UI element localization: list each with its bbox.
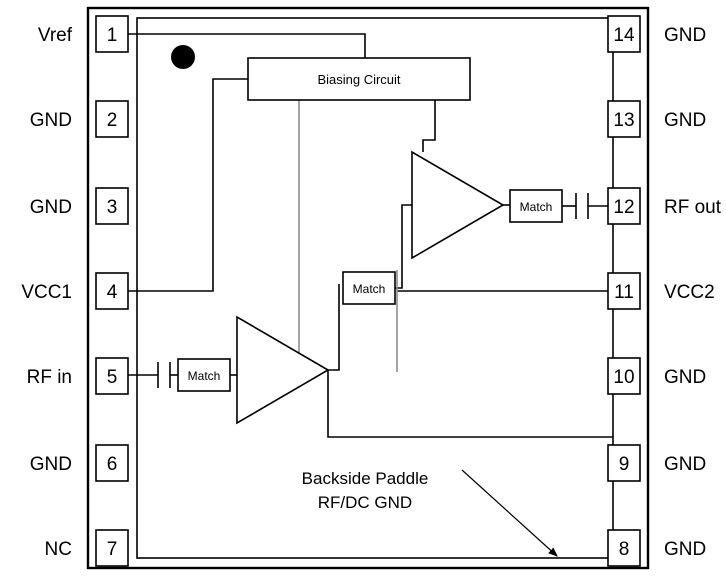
pin-number-5: 5 bbox=[107, 367, 118, 388]
pin-number-6: 6 bbox=[107, 454, 118, 475]
pin-label-5: RF in bbox=[27, 367, 72, 388]
match-block-interstage: Match bbox=[342, 271, 396, 305]
pin-number-4: 4 bbox=[107, 282, 118, 303]
pin-number-12: 12 bbox=[613, 197, 634, 218]
biasing-circuit-label: Biasing Circuit bbox=[317, 72, 400, 87]
match-block-input: Match bbox=[177, 358, 231, 392]
pin-number-11: 11 bbox=[614, 282, 634, 303]
pin-label-6: GND bbox=[30, 454, 72, 475]
pin-box-13[interactable]: 13 bbox=[607, 100, 641, 138]
pin-label-13: GND bbox=[664, 110, 706, 131]
pin-label-8: GND bbox=[664, 539, 706, 560]
pin-label-1: Vref bbox=[38, 25, 73, 46]
match-input-label: Match bbox=[188, 369, 221, 383]
pin-box-7[interactable]: 7 bbox=[95, 529, 129, 567]
backside-paddle-line1: Backside Paddle bbox=[302, 469, 429, 488]
pin-label-12: RF out bbox=[664, 197, 722, 218]
capacitor-input bbox=[157, 362, 171, 388]
wire-match-mid-to-amp2 bbox=[395, 204, 412, 289]
wire-vref-to-bias bbox=[128, 33, 366, 58]
pin-box-12[interactable]: 12 bbox=[607, 187, 641, 225]
match-interstage-label: Match bbox=[353, 282, 386, 296]
pin-box-11[interactable]: 11 bbox=[607, 272, 641, 310]
pin-number-13: 13 bbox=[613, 110, 634, 131]
pin-number-2: 2 bbox=[107, 110, 118, 131]
biasing-circuit-block: Biasing Circuit bbox=[247, 57, 471, 101]
pin-number-10: 10 bbox=[613, 367, 634, 388]
pin-label-11: VCC2 bbox=[664, 282, 715, 303]
pin-label-9: GND bbox=[664, 454, 706, 475]
pin-box-4[interactable]: 4 bbox=[95, 272, 129, 310]
pin-label-14: GND bbox=[664, 25, 706, 46]
pin-box-9[interactable]: 9 bbox=[607, 444, 641, 482]
pin-box-10[interactable]: 10 bbox=[607, 357, 641, 395]
package-outline bbox=[86, 6, 650, 570]
pin1-marker-dot bbox=[171, 45, 195, 69]
pin-number-1: 1 bbox=[107, 25, 118, 46]
amplifier-stage-1 bbox=[236, 315, 330, 425]
backside-paddle-line2: RF/DC GND bbox=[318, 493, 412, 512]
amplifier-stage-2 bbox=[411, 150, 505, 260]
pin-number-7: 7 bbox=[107, 539, 118, 560]
wire-amp1-to-match-mid bbox=[328, 284, 340, 371]
pin-number-9: 9 bbox=[619, 454, 630, 475]
pin-box-3[interactable]: 3 bbox=[95, 187, 129, 225]
pin-box-8[interactable]: 8 bbox=[607, 529, 641, 567]
pin-box-6[interactable]: 6 bbox=[95, 444, 129, 482]
match-output-label: Match bbox=[520, 200, 553, 214]
wire-vcc1-to-bias bbox=[128, 78, 248, 292]
match-block-output: Match bbox=[509, 189, 563, 223]
pin-box-1[interactable]: 1 bbox=[95, 15, 129, 53]
capacitor-output bbox=[575, 193, 589, 219]
pin-number-8: 8 bbox=[619, 539, 630, 560]
pin-label-7: NC bbox=[45, 539, 72, 560]
wire-amp1-bottom-rail bbox=[327, 370, 613, 438]
pin-box-14[interactable]: 14 bbox=[607, 15, 641, 53]
pin-number-3: 3 bbox=[107, 197, 118, 218]
pin-label-2: GND bbox=[30, 110, 72, 131]
backside-paddle-leader-arrow bbox=[461, 469, 558, 557]
pin-box-5[interactable]: 5 bbox=[95, 357, 129, 395]
pin-number-14: 14 bbox=[613, 25, 635, 46]
wire-bias-to-amp2 bbox=[422, 100, 436, 152]
pin-box-2[interactable]: 2 bbox=[95, 100, 129, 138]
pin-label-10: GND bbox=[664, 367, 706, 388]
pin-label-4: VCC1 bbox=[21, 282, 72, 303]
pin-label-3: GND bbox=[30, 197, 72, 218]
